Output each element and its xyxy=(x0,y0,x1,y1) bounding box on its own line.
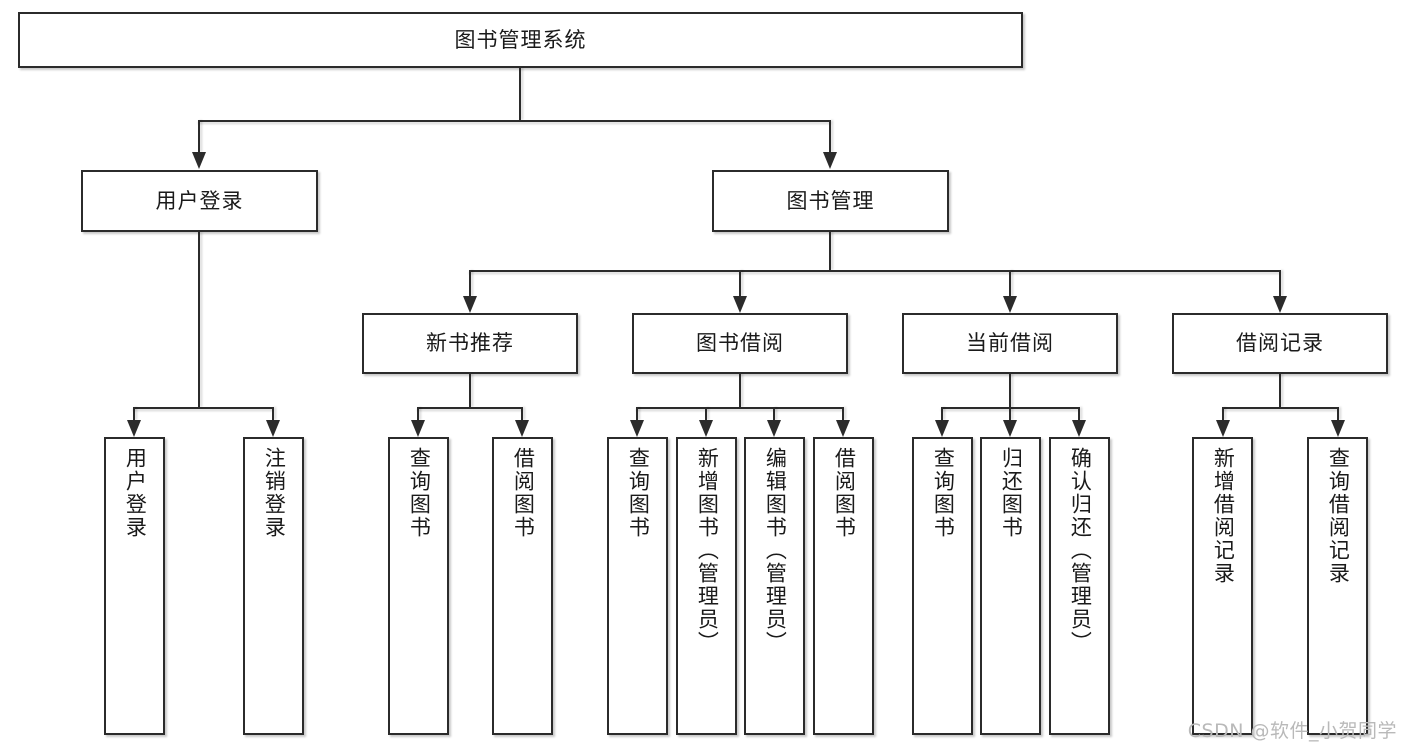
node-label: 查询借阅记录 xyxy=(1326,447,1351,585)
node-label: 当前借阅 xyxy=(966,331,1054,356)
leaf-current-borrow-confirm-return[interactable]: 确认归还（管理员） xyxy=(1049,437,1110,735)
connector-l3-drop-1 xyxy=(469,270,471,296)
leaf-current-borrow-query-book[interactable]: 查询图书 xyxy=(912,437,973,735)
arrowhead-to-leaf-logout xyxy=(266,420,280,437)
node-book-borrow[interactable]: 图书借阅 xyxy=(632,313,848,374)
connector-borrow-record-bus xyxy=(1222,407,1338,409)
leaf-book-borrow-query-book[interactable]: 查询图书 xyxy=(607,437,668,735)
connector-user-login-stem xyxy=(198,232,200,407)
leaf-logout[interactable]: 注销登录 xyxy=(243,437,304,735)
node-label: 编辑图书（管理员） xyxy=(763,447,788,654)
leaf-user-login[interactable]: 用户登录 xyxy=(104,437,165,735)
connector-book-borrow-drop-3 xyxy=(773,407,775,420)
node-label: 查询图书 xyxy=(931,447,956,539)
arrowhead-current-borrow-leaf-1 xyxy=(935,420,949,437)
node-label: 用户登录 xyxy=(123,447,148,539)
node-label: 新书推荐 xyxy=(426,331,514,356)
leaf-book-borrow-edit-book[interactable]: 编辑图书（管理员） xyxy=(744,437,805,735)
connector-borrow-record-drop-2 xyxy=(1337,407,1339,420)
arrowhead-new-book-leaf-2 xyxy=(515,420,529,437)
node-current-borrow[interactable]: 当前借阅 xyxy=(902,313,1118,374)
leaf-borrow-record-add-record[interactable]: 新增借阅记录 xyxy=(1192,437,1253,735)
arrowhead-to-current-borrow xyxy=(1003,296,1017,313)
connector-book-management-bus xyxy=(469,270,1280,272)
leaf-book-borrow-add-book[interactable]: 新增图书（管理员） xyxy=(676,437,737,735)
arrowhead-book-borrow-leaf-4 xyxy=(836,420,850,437)
leaf-new-book-query-book[interactable]: 查询图书 xyxy=(388,437,449,735)
arrowhead-current-borrow-leaf-2 xyxy=(1003,420,1017,437)
arrowhead-to-book-borrow xyxy=(733,296,747,313)
connector-l3-drop-2 xyxy=(739,270,741,296)
connector-user-login-drop-2 xyxy=(272,407,274,420)
connector-book-borrow-drop-1 xyxy=(636,407,638,420)
connector-current-borrow-drop-3 xyxy=(1078,407,1080,420)
node-label: 用户登录 xyxy=(155,188,244,213)
arrowhead-borrow-record-leaf-1 xyxy=(1216,420,1230,437)
arrowhead-root-to-book-manage xyxy=(823,152,837,169)
node-label: 借阅记录 xyxy=(1236,331,1324,356)
node-label: 注销登录 xyxy=(262,447,287,539)
connector-current-borrow-drop-1 xyxy=(941,407,943,420)
node-label: 查询图书 xyxy=(626,447,651,539)
connector-user-login-drop-1 xyxy=(133,407,135,420)
node-user-login[interactable]: 用户登录 xyxy=(81,170,318,232)
arrowhead-book-borrow-leaf-2 xyxy=(699,420,713,437)
leaf-book-borrow-borrow-book[interactable]: 借阅图书 xyxy=(813,437,874,735)
node-label: 图书管理系统 xyxy=(454,27,587,52)
node-label: 借阅图书 xyxy=(511,447,536,539)
node-root[interactable]: 图书管理系统 xyxy=(18,12,1023,68)
arrowhead-current-borrow-leaf-3 xyxy=(1072,420,1086,437)
arrowhead-to-leaf-user-login xyxy=(127,420,141,437)
connector-l3-drop-4 xyxy=(1279,270,1281,296)
connector-book-borrow-drop-2 xyxy=(705,407,707,420)
arrowhead-to-borrow-record xyxy=(1273,296,1287,313)
connector-current-borrow-drop-2 xyxy=(1009,407,1011,420)
watermark: CSDN @软件_小贺同学 xyxy=(1187,720,1397,742)
connector-borrow-record-drop-1 xyxy=(1222,407,1224,420)
arrowhead-book-borrow-leaf-3 xyxy=(767,420,781,437)
connector-new-book-bus xyxy=(417,407,522,409)
arrowhead-borrow-record-leaf-2 xyxy=(1331,420,1345,437)
connector-root-drop-1 xyxy=(198,120,200,152)
node-label: 确认归还（管理员） xyxy=(1068,447,1093,654)
node-label: 借阅图书 xyxy=(832,447,857,539)
node-borrow-record[interactable]: 借阅记录 xyxy=(1172,313,1388,374)
node-new-book-recommend[interactable]: 新书推荐 xyxy=(362,313,578,374)
node-label: 新增图书（管理员） xyxy=(695,447,720,654)
arrowhead-book-borrow-leaf-1 xyxy=(630,420,644,437)
leaf-new-book-borrow-book[interactable]: 借阅图书 xyxy=(492,437,553,735)
arrowhead-root-to-user-login xyxy=(192,152,206,169)
arrowhead-new-book-leaf-1 xyxy=(411,420,425,437)
leaf-borrow-record-query-record[interactable]: 查询借阅记录 xyxy=(1307,437,1368,735)
node-label: 归还图书 xyxy=(999,447,1024,539)
connector-book-borrow-drop-4 xyxy=(842,407,844,420)
arrowhead-to-new-book-recommend xyxy=(463,296,477,313)
connector-root-stem xyxy=(519,68,521,120)
node-label: 图书借阅 xyxy=(696,331,784,356)
connector-new-book-stem xyxy=(469,374,471,407)
connector-borrow-record-stem xyxy=(1279,374,1281,407)
connector-root-bus xyxy=(198,120,831,122)
connector-new-book-drop-1 xyxy=(417,407,419,420)
connector-book-management-stem xyxy=(829,232,831,270)
node-book-management[interactable]: 图书管理 xyxy=(712,170,949,232)
node-label: 图书管理 xyxy=(786,188,875,213)
connector-new-book-drop-2 xyxy=(521,407,523,420)
connector-user-login-bus xyxy=(133,407,273,409)
connector-root-drop-2 xyxy=(829,120,831,152)
connector-book-borrow-bus xyxy=(636,407,843,409)
node-label: 查询图书 xyxy=(407,447,432,539)
leaf-current-borrow-return-book[interactable]: 归还图书 xyxy=(980,437,1041,735)
connector-book-borrow-stem xyxy=(739,374,741,407)
connector-l3-drop-3 xyxy=(1009,270,1011,296)
connector-current-borrow-stem xyxy=(1009,374,1011,407)
node-label: 新增借阅记录 xyxy=(1211,447,1236,585)
